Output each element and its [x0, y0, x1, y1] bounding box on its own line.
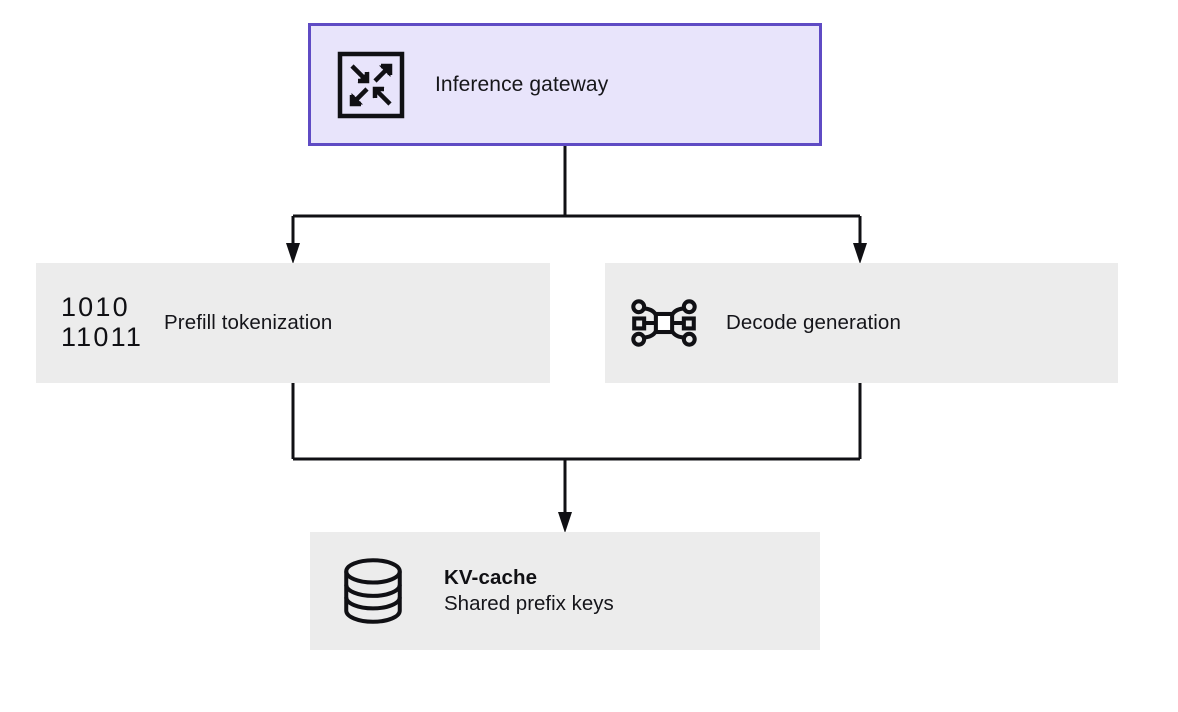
decode-label-group: Decode generation — [726, 311, 1118, 335]
network-topology-icon — [627, 292, 701, 354]
arrowhead-to-prefill — [286, 243, 300, 264]
node-prefill-tokenization[interactable]: 1010 11011 Prefill tokenization — [36, 263, 550, 383]
gateway-label-group: Inference gateway — [405, 73, 819, 97]
kvcache-label-group: KV-cache Shared prefix keys — [444, 565, 820, 617]
expand-collapse-arrows-icon — [337, 51, 405, 119]
arrowhead-to-decode — [853, 243, 867, 264]
gateway-title: Inference gateway — [435, 72, 609, 96]
kvcache-title: KV-cache — [444, 565, 538, 589]
decode-title: Decode generation — [726, 311, 901, 334]
prefill-title: Prefill tokenization — [164, 311, 333, 334]
arrowhead-to-kvcache — [558, 512, 572, 533]
prefill-label-group: Prefill tokenization — [164, 311, 550, 335]
binary-row-bottom: 11011 — [60, 322, 144, 352]
node-decode-generation[interactable]: Decode generation — [605, 263, 1118, 383]
node-kv-cache[interactable]: KV-cache Shared prefix keys — [310, 532, 820, 650]
binary-row-top: 1010 — [60, 292, 130, 323]
database-stack-icon — [336, 558, 410, 624]
kvcache-subtitle: Shared prefix keys — [444, 592, 614, 615]
node-inference-gateway[interactable]: Inference gateway — [308, 23, 822, 146]
binary-digits-icon: 1010 11011 — [61, 292, 141, 354]
